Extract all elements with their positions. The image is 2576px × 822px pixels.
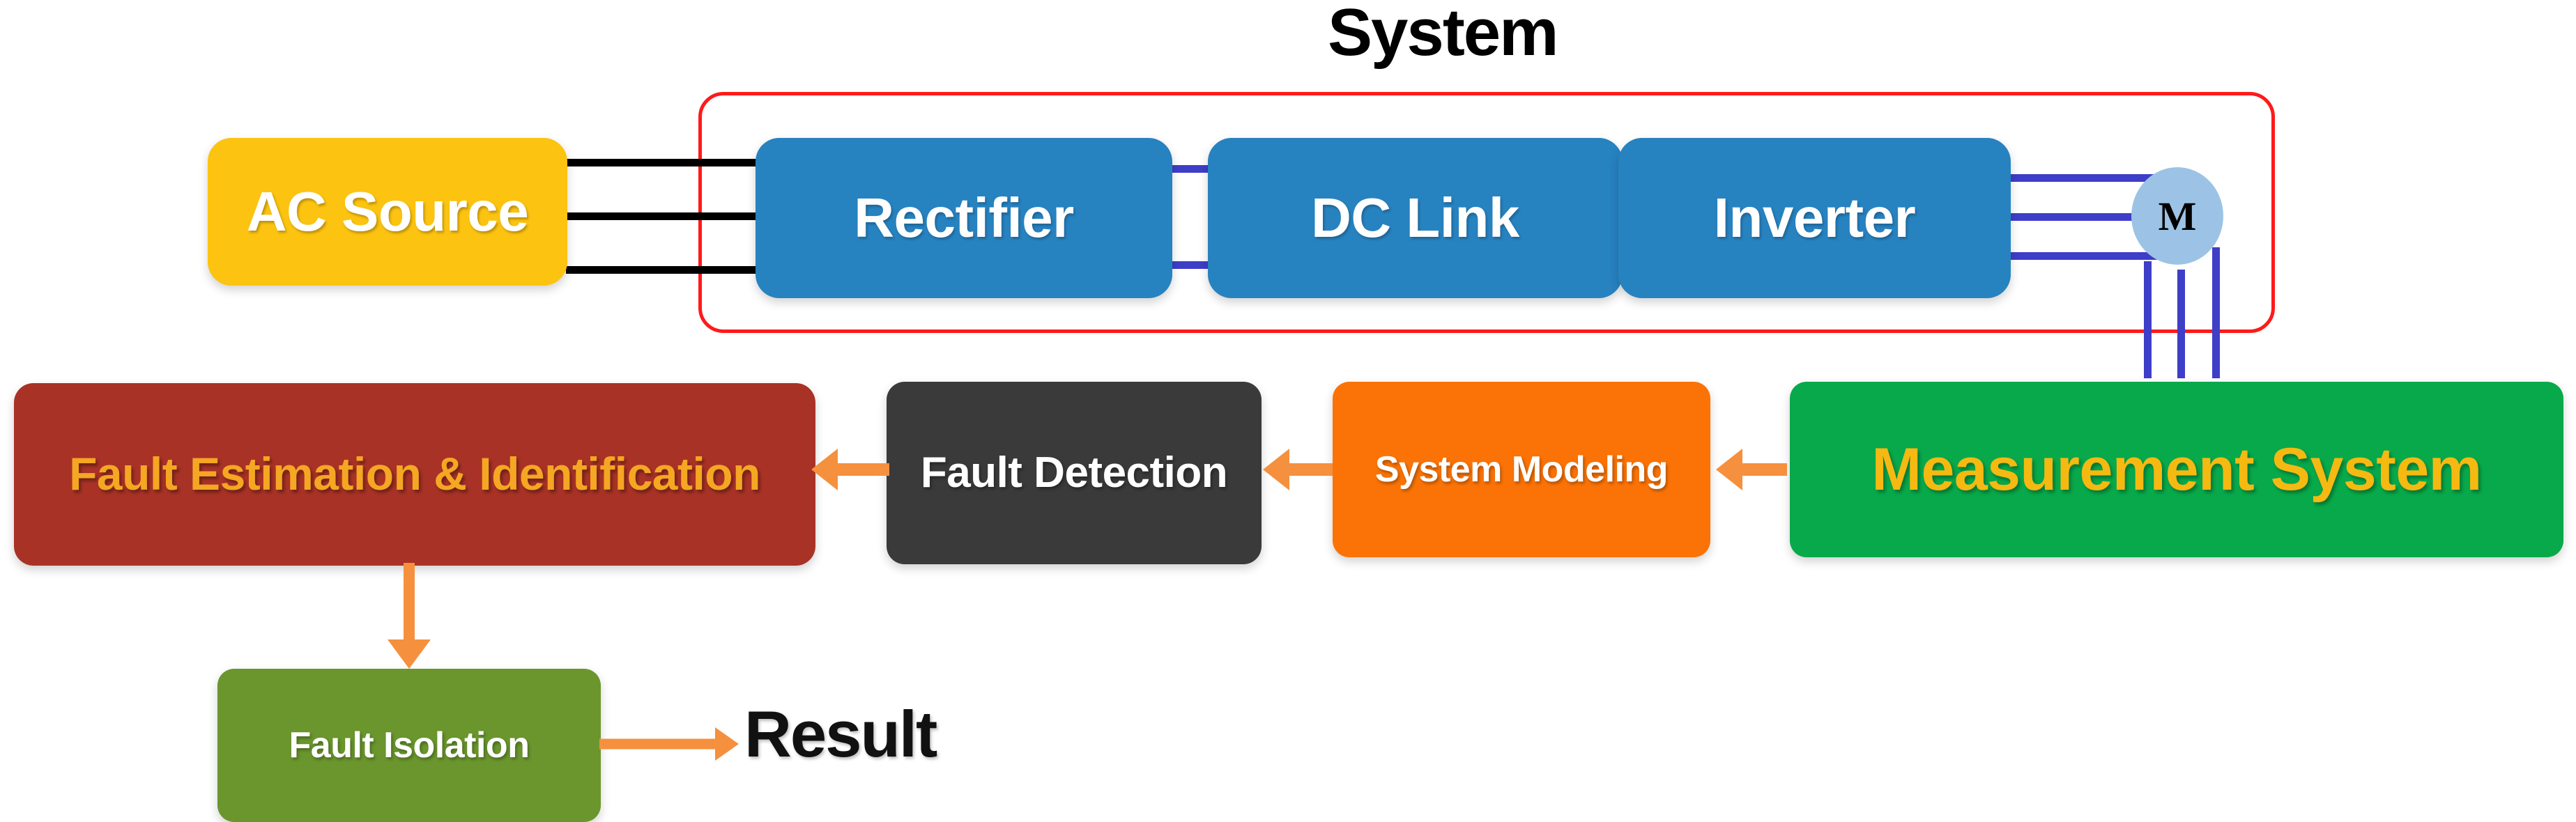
- node-fault-detection-label: Fault Detection: [920, 449, 1228, 497]
- arrow-shaft: [404, 563, 415, 645]
- system-title: System: [1328, 0, 1559, 70]
- node-dc-link[interactable]: DC Link: [1208, 138, 1623, 298]
- arrow-shaft: [1741, 463, 1787, 476]
- motor-symbol-label: M: [2158, 193, 2197, 239]
- node-dc-link-label: DC Link: [1311, 187, 1519, 249]
- sense-lead-1: [2144, 261, 2152, 378]
- node-ac-source-label: AC Source: [246, 180, 529, 242]
- result-label: Result: [744, 697, 937, 770]
- node-fault-estimation-identification[interactable]: Fault Estimation & Identification: [14, 383, 815, 566]
- sense-lead-3: [2212, 247, 2220, 378]
- node-system-modeling-label: System Modeling: [1374, 449, 1669, 490]
- node-inverter-label: Inverter: [1713, 187, 1916, 249]
- node-fault-estimation-identification-label: Fault Estimation & Identification: [69, 448, 760, 500]
- node-measurement-system-label: Measurement System: [1871, 435, 2482, 503]
- arrow-estimation-to-isolation: [381, 563, 437, 669]
- node-measurement-system[interactable]: Measurement System: [1790, 382, 2563, 557]
- dc-wire-rect-to-link-negative: [1170, 261, 1211, 269]
- arrow-shaft: [1288, 463, 1333, 476]
- arrow-head-icon: [811, 449, 838, 490]
- motor-wire-phase-u: [2007, 174, 2161, 182]
- node-inverter[interactable]: Inverter: [1618, 138, 2011, 298]
- motor-wire-phase-w: [2007, 252, 2161, 260]
- dc-wire-rect-to-link-positive: [1170, 165, 1211, 173]
- arrow-head-icon: [388, 639, 431, 669]
- arrow-shaft: [836, 463, 889, 476]
- motor-symbol-icon: M: [2131, 167, 2223, 265]
- node-fault-isolation-label: Fault Isolation: [289, 724, 530, 766]
- node-system-modeling[interactable]: System Modeling: [1333, 382, 1710, 557]
- node-ac-source[interactable]: AC Source: [208, 138, 567, 286]
- motor-wire-phase-v: [2007, 213, 2161, 221]
- ac-wire-phase-b: [566, 212, 761, 220]
- node-fault-isolation[interactable]: Fault Isolation: [217, 669, 601, 822]
- sense-lead-2: [2177, 270, 2185, 378]
- arrow-head-icon: [1716, 449, 1742, 490]
- arrow-head-icon: [1263, 449, 1289, 490]
- ac-wire-phase-c: [566, 266, 761, 274]
- arrow-modeling-to-detection: [1263, 449, 1333, 490]
- node-rectifier[interactable]: Rectifier: [756, 138, 1172, 298]
- arrow-detection-to-estimation: [811, 449, 889, 490]
- arrow-head-icon: [715, 727, 739, 761]
- ac-wire-phase-a: [566, 159, 761, 166]
- node-rectifier-label: Rectifier: [854, 187, 1074, 249]
- node-fault-detection[interactable]: Fault Detection: [887, 382, 1262, 564]
- arrow-measurement-to-modeling: [1716, 449, 1787, 490]
- arrow-shaft: [599, 738, 721, 750]
- arrow-isolation-to-result: [599, 724, 739, 763]
